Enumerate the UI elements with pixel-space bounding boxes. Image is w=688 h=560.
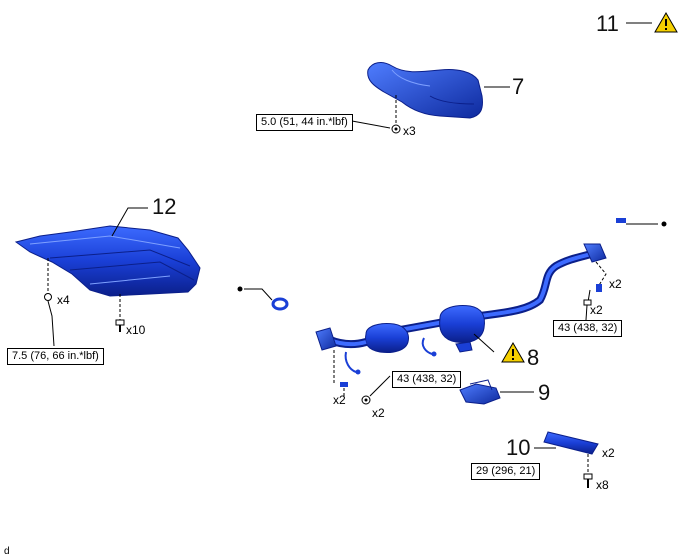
under-cover-bolt bbox=[115, 294, 125, 332]
callout-9: 9 bbox=[538, 380, 551, 405]
heat-insulator-fastener bbox=[351, 95, 401, 134]
torque-heat-insulator: 5.0 (51, 44 in.*lbf) bbox=[256, 114, 353, 131]
rear-gasket-part bbox=[616, 218, 667, 227]
torque-front-pipe-front: 43 (438, 32) bbox=[392, 371, 462, 388]
callout-8-leader bbox=[473, 333, 495, 353]
front-flange-fasteners bbox=[333, 350, 391, 405]
qty-front-nuts: x2 bbox=[372, 406, 385, 420]
callout-12: 12 bbox=[152, 194, 177, 219]
callout-11: 11 bbox=[596, 11, 619, 36]
qty-rear-gasket-nuts: x2 bbox=[609, 277, 622, 291]
qty-under-cover-bolts: x10 bbox=[126, 323, 146, 337]
support-plate-part bbox=[543, 431, 599, 455]
torque-support-bracket: 29 (296, 21) bbox=[471, 463, 541, 480]
qty-heat-insulator-bolts: x3 bbox=[403, 124, 416, 138]
warning-icon bbox=[654, 12, 678, 33]
heat-insulator-part bbox=[367, 62, 483, 119]
callout-8: 8 bbox=[527, 345, 540, 370]
torque-front-pipe-rear: 43 (438, 32) bbox=[553, 320, 623, 337]
qty-bracket-pieces: x2 bbox=[602, 446, 615, 460]
engine-under-cover-part bbox=[14, 225, 201, 297]
qty-front-studs: x2 bbox=[333, 393, 346, 407]
callout-10: 10 bbox=[506, 435, 531, 460]
callout-7: 7 bbox=[512, 74, 525, 99]
exhaust-bracket-part bbox=[459, 379, 501, 405]
support-plate-bolt bbox=[583, 454, 593, 488]
qty-rear-studs: x2 bbox=[590, 303, 603, 317]
qty-bracket-bolts: x8 bbox=[596, 478, 609, 492]
warning-icon bbox=[501, 342, 525, 363]
corner-mark: d bbox=[4, 546, 10, 557]
under-cover-clip bbox=[44, 258, 55, 347]
small-gasket-part bbox=[237, 286, 289, 311]
callout-12-leader bbox=[111, 207, 148, 237]
front-pipe-assembly-part bbox=[315, 243, 607, 375]
rear-flange-fasteners bbox=[583, 261, 607, 321]
qty-under-cover-clips: x4 bbox=[57, 293, 70, 307]
torque-under-cover: 7.5 (76, 66 in.*lbf) bbox=[7, 348, 104, 365]
